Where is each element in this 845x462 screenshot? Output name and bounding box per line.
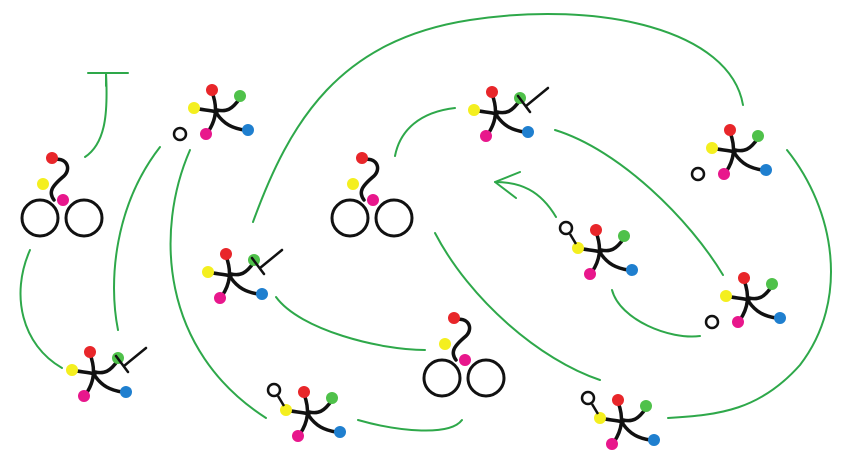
branched-glyph (200, 246, 284, 306)
arrow-path (611, 289, 701, 338)
branched-glyph (690, 122, 774, 182)
branched-glyph (466, 84, 550, 144)
arrow-path (494, 181, 557, 218)
arrow-path (434, 232, 601, 381)
branched-glyph (64, 344, 148, 404)
arrow-path (87, 72, 129, 87)
arrow-path (113, 146, 161, 331)
branched-glyph (172, 82, 256, 142)
arrow-path (19, 249, 63, 369)
arrow-path (394, 107, 456, 157)
branched-glyph (704, 270, 788, 330)
arrow-path (275, 296, 426, 351)
arrow-path (554, 129, 724, 276)
arrow-path (494, 171, 521, 199)
branched-glyph (558, 220, 640, 282)
branched-glyph (580, 390, 662, 452)
arrow-path (252, 12, 744, 223)
arrow-path (169, 149, 267, 419)
branched-glyph (266, 382, 348, 444)
bicycle-glyph (330, 150, 414, 238)
arrow-path (84, 72, 108, 158)
bicycle-glyph (422, 310, 506, 398)
arrow-path (667, 149, 832, 419)
bicycle-glyph (20, 150, 104, 238)
arrow-path (357, 419, 463, 432)
